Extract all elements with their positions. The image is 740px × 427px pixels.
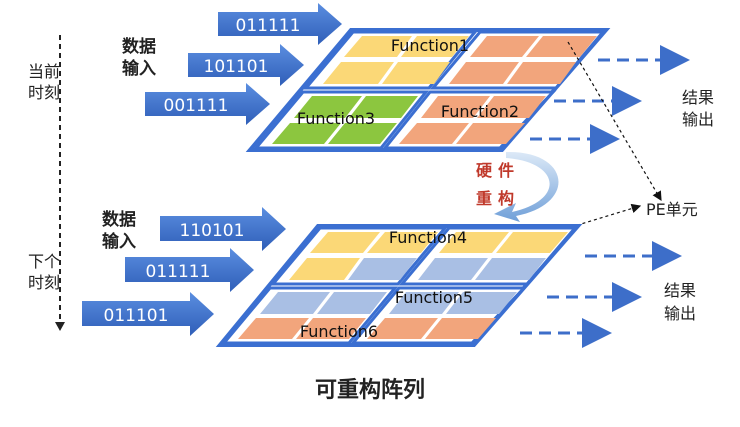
top-input-arrow-1: 011111 xyxy=(218,3,342,45)
pe-cell xyxy=(310,232,380,253)
top-input-bits-2: 101101 xyxy=(204,57,269,77)
top-layer: 数据 输入 011111 101101 001111 xyxy=(122,3,714,154)
current-time-label-1: 当前 xyxy=(28,62,60,81)
pe-cell xyxy=(348,258,417,280)
top-input-bits-3: 001111 xyxy=(164,96,229,116)
reconfig-curved-arrow xyxy=(494,151,559,222)
pe-cell xyxy=(272,123,341,144)
pe-cell xyxy=(389,292,459,314)
reconfig-label-2: 重构 xyxy=(476,189,520,208)
function4-label: Function4 xyxy=(389,228,467,247)
bottom-output-label-2: 输出 xyxy=(664,304,696,323)
function5-label: Function5 xyxy=(395,288,473,307)
pe-cell xyxy=(344,36,412,57)
function3-label: Function3 xyxy=(297,109,375,128)
bottom-input-arrow-2: 011111 xyxy=(125,248,254,292)
bottom-input-label-1: 数据 xyxy=(102,209,136,230)
top-input-label-2: 输入 xyxy=(122,58,156,79)
bottom-output-label-1: 结果 xyxy=(664,281,696,300)
pe-cell xyxy=(475,258,546,280)
pe-cell xyxy=(349,96,418,118)
pe-cell xyxy=(446,292,517,314)
pe-cell xyxy=(238,318,309,339)
pe-cell xyxy=(367,232,438,253)
timeline: 当前 时刻 下个 时刻 xyxy=(28,35,65,331)
pe-cell xyxy=(367,318,438,339)
pe-cell xyxy=(439,232,509,253)
pe-cell xyxy=(294,96,362,118)
current-time-label-2: 时刻 xyxy=(28,83,60,102)
pe-cell xyxy=(470,36,539,57)
next-time-label-2: 时刻 xyxy=(28,273,60,292)
pe-cell xyxy=(296,318,366,339)
top-input-bits-1: 011111 xyxy=(236,16,301,36)
pe-cell xyxy=(323,62,394,84)
function6-label: Function6 xyxy=(300,322,378,341)
pe-cell xyxy=(401,36,469,57)
top-input-label-1: 数据 xyxy=(122,36,156,57)
pe-pointer-bottom xyxy=(547,203,642,235)
pe-cell xyxy=(449,62,519,84)
bottom-input-arrow-1: 110101 xyxy=(160,207,286,251)
pe-cell xyxy=(507,62,576,84)
pe-cell xyxy=(425,318,496,339)
pe-unit-annotation: PE单元 xyxy=(547,41,698,235)
pe-cell xyxy=(289,258,360,280)
pe-cell xyxy=(399,123,469,144)
pe-cell xyxy=(421,96,490,118)
reconfig-label-1: 硬件 xyxy=(476,161,520,180)
pe-unit-label: PE单元 xyxy=(646,200,698,219)
top-output-label-1: 结果 xyxy=(682,88,714,107)
bottom-input-bits-3: 011101 xyxy=(104,306,169,326)
top-input-arrow-2: 101101 xyxy=(188,44,304,86)
pe-cell xyxy=(496,232,568,253)
next-time-label-1: 下个 xyxy=(28,252,60,271)
bottom-layer: 数据 输入 110101 011111 011101 xyxy=(82,207,696,348)
pe-cell xyxy=(456,123,525,144)
top-input-arrow-3: 001111 xyxy=(145,83,270,125)
pe-cell xyxy=(260,292,330,314)
bottom-input-label-2: 输入 xyxy=(102,231,136,252)
diagram-caption: 可重构阵列 xyxy=(314,378,425,403)
pe-cell xyxy=(418,258,488,280)
pe-pointer-top xyxy=(567,41,662,202)
top-output-label-2: 输出 xyxy=(682,110,714,129)
pe-cell xyxy=(382,62,450,84)
bottom-input-arrow-3: 011101 xyxy=(82,292,214,336)
pe-cell xyxy=(477,96,546,118)
pe-cell xyxy=(317,292,387,314)
bottom-input-bits-2: 011111 xyxy=(146,262,211,282)
pe-cell xyxy=(328,123,397,144)
timeline-arrowhead xyxy=(55,322,65,331)
pe-cell xyxy=(526,36,597,57)
bottom-input-bits-1: 110101 xyxy=(180,221,245,241)
function1-label: Function1 xyxy=(391,36,469,55)
function2-label: Function2 xyxy=(441,102,519,121)
hardware-reconfig: 硬件 重构 xyxy=(476,151,559,222)
